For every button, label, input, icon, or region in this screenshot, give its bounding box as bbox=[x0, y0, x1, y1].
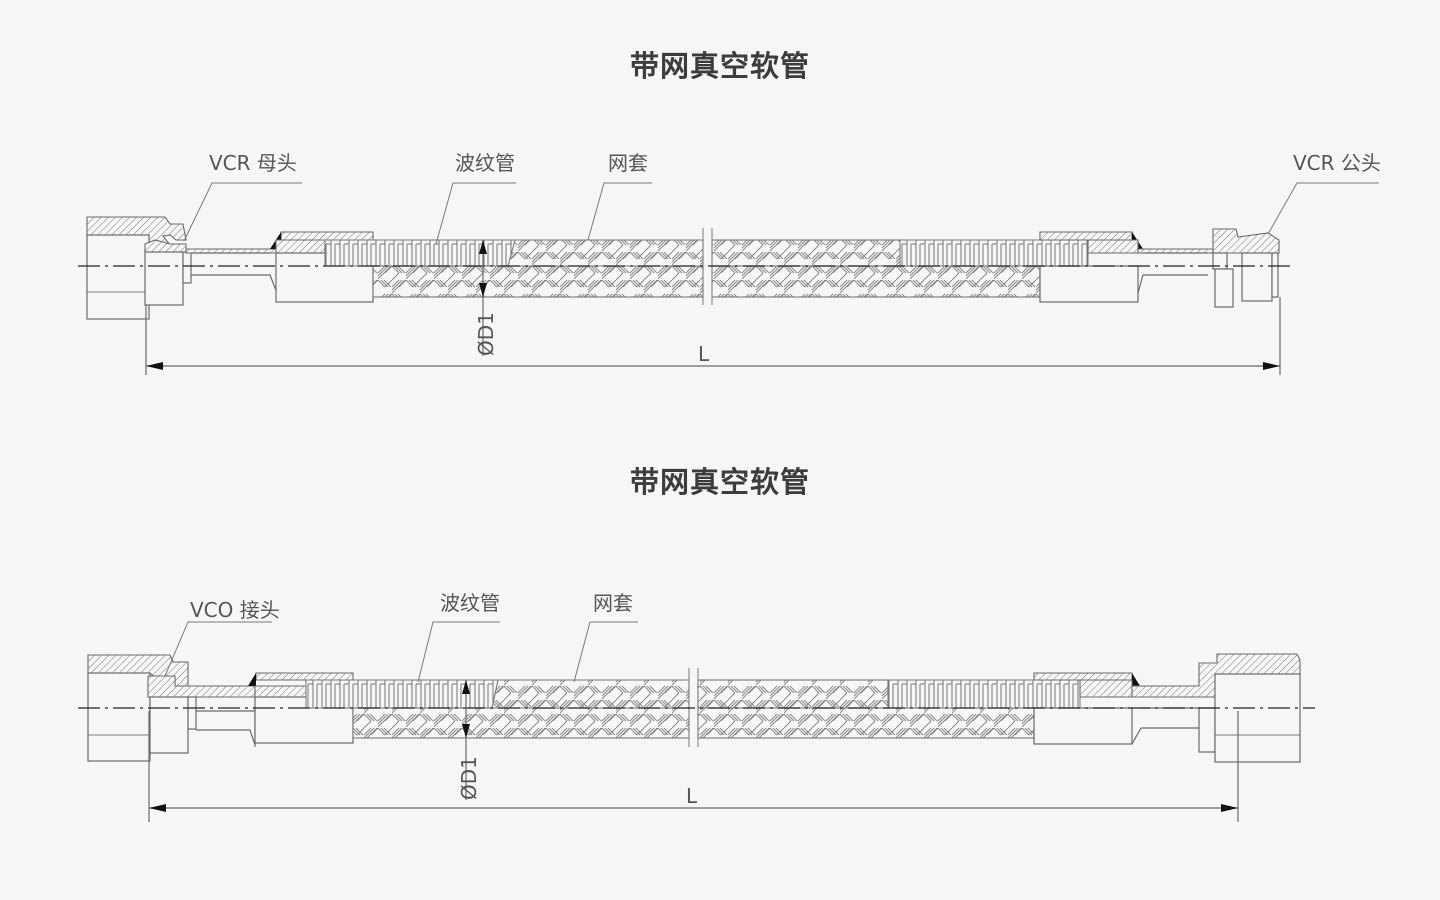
diameter-dimension-bottom: ØD1 bbox=[457, 680, 481, 800]
right-ferrule bbox=[1039, 231, 1143, 303]
label-bellows-top: 波纹管 bbox=[455, 151, 515, 175]
label-braid-top: 网套 bbox=[608, 151, 648, 175]
diameter-label-top: ØD1 bbox=[474, 312, 498, 356]
right-vcr-male-fitting bbox=[1212, 228, 1280, 308]
length-label-bottom: L bbox=[686, 784, 698, 808]
length-label-top: L bbox=[698, 342, 710, 366]
bellows-right-bottom bbox=[887, 679, 1081, 709]
diameter-dimension-top: ØD1 bbox=[474, 240, 498, 356]
diameter-label-bottom: ØD1 bbox=[457, 756, 481, 800]
diagram-title-top: 带网真空软管 bbox=[629, 49, 810, 83]
left-vco-fitting bbox=[87, 654, 256, 762]
top-hose-assembly: ØD1 L VCR 母头 波纹管 网套 VCR 公头 bbox=[78, 151, 1381, 375]
right-ferrule-bottom bbox=[1033, 672, 1140, 745]
label-bellows-bottom: 波纹管 bbox=[440, 591, 500, 615]
label-vcr-male: VCR 公头 bbox=[1293, 151, 1381, 175]
bottom-hose-assembly: ØD1 L VCO 接头 波纹管 网套 bbox=[78, 591, 1315, 822]
diagram-title-bottom: 带网真空软管 bbox=[629, 465, 810, 499]
right-vco-fitting bbox=[1131, 653, 1301, 763]
length-dimension-bottom: L bbox=[148, 711, 1239, 822]
label-braid-bottom: 网套 bbox=[593, 591, 633, 615]
label-vco-fitting: VCO 接头 bbox=[190, 598, 280, 622]
bellows-right-top bbox=[899, 239, 1089, 267]
label-vcr-female: VCR 母头 bbox=[209, 151, 297, 175]
braid-lower-left bbox=[372, 265, 704, 298]
left-vcr-female-fitting bbox=[86, 216, 192, 320]
length-dimension-top: L bbox=[145, 297, 1281, 375]
